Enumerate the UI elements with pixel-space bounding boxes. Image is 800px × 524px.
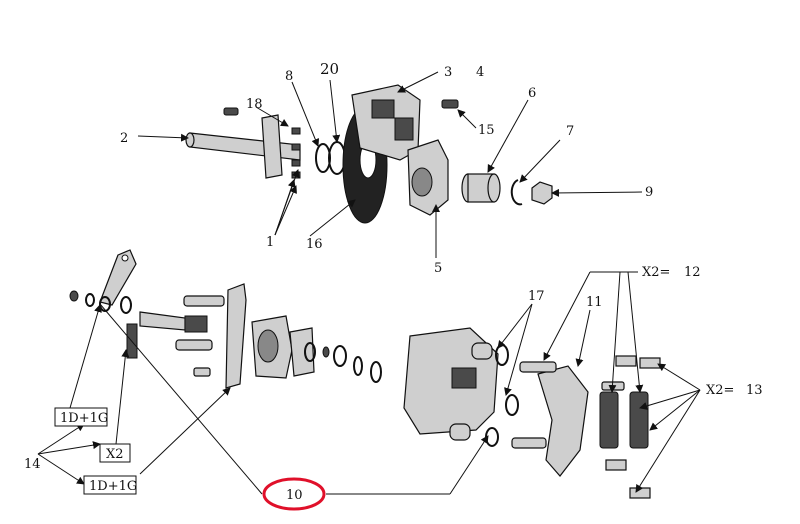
lever-arm bbox=[99, 249, 137, 306]
bolt-15 bbox=[441, 99, 459, 109]
label-4: 4 bbox=[476, 65, 484, 80]
spring-adjuster bbox=[120, 296, 208, 359]
label-6: 6 bbox=[528, 86, 536, 101]
label-12: 12 bbox=[684, 265, 701, 280]
label-13: 13 bbox=[746, 383, 763, 398]
brake-pads bbox=[599, 391, 649, 449]
label-17: 17 bbox=[528, 289, 545, 304]
qty-box-top bbox=[54, 407, 108, 427]
nut bbox=[531, 181, 553, 205]
hub bbox=[407, 139, 449, 216]
upper-leaders bbox=[137, 71, 643, 258]
guide-bolts bbox=[175, 295, 225, 377]
seal-rings bbox=[315, 141, 346, 175]
shaft-assembly bbox=[185, 107, 301, 179]
bracket-plate bbox=[225, 283, 247, 389]
label-11: 11 bbox=[586, 295, 603, 310]
label-18: 18 bbox=[246, 97, 263, 112]
piston-rings bbox=[304, 342, 382, 383]
lower-leaders bbox=[37, 271, 701, 495]
brake-caliper-top bbox=[351, 84, 421, 161]
label-15: 15 bbox=[478, 123, 495, 138]
label-9: 9 bbox=[645, 185, 653, 200]
label-2: 2 bbox=[120, 131, 128, 146]
pistons bbox=[449, 342, 493, 441]
label-x2-13: X2= bbox=[706, 383, 734, 398]
carrier-bracket bbox=[511, 361, 589, 477]
qty-box-middle bbox=[99, 443, 131, 463]
label-5: 5 bbox=[434, 261, 442, 276]
label-8: 8 bbox=[285, 69, 293, 84]
label-7: 7 bbox=[566, 124, 574, 139]
pad-clips bbox=[601, 355, 661, 499]
highlight-circle bbox=[262, 477, 326, 511]
gasket-plate bbox=[289, 327, 315, 377]
piston-housing bbox=[251, 315, 293, 379]
bearing-sleeve bbox=[461, 173, 501, 203]
label-14: 14 bbox=[24, 457, 41, 472]
circlip bbox=[510, 179, 523, 206]
label-x2-12: X2= bbox=[642, 265, 670, 280]
qty-box-bottom bbox=[83, 475, 137, 495]
label-16: 16 bbox=[306, 237, 323, 252]
label-1: 1 bbox=[266, 235, 274, 250]
label-3: 3 bbox=[444, 65, 452, 80]
qty-box-bottom-text: 1D+1G bbox=[89, 479, 137, 494]
qty-box-middle-text: X2 bbox=[106, 447, 124, 462]
qty-box-top-text: 1D+1G bbox=[60, 411, 108, 426]
label-20: 20 bbox=[320, 60, 339, 78]
label-10: 10 bbox=[286, 488, 303, 503]
